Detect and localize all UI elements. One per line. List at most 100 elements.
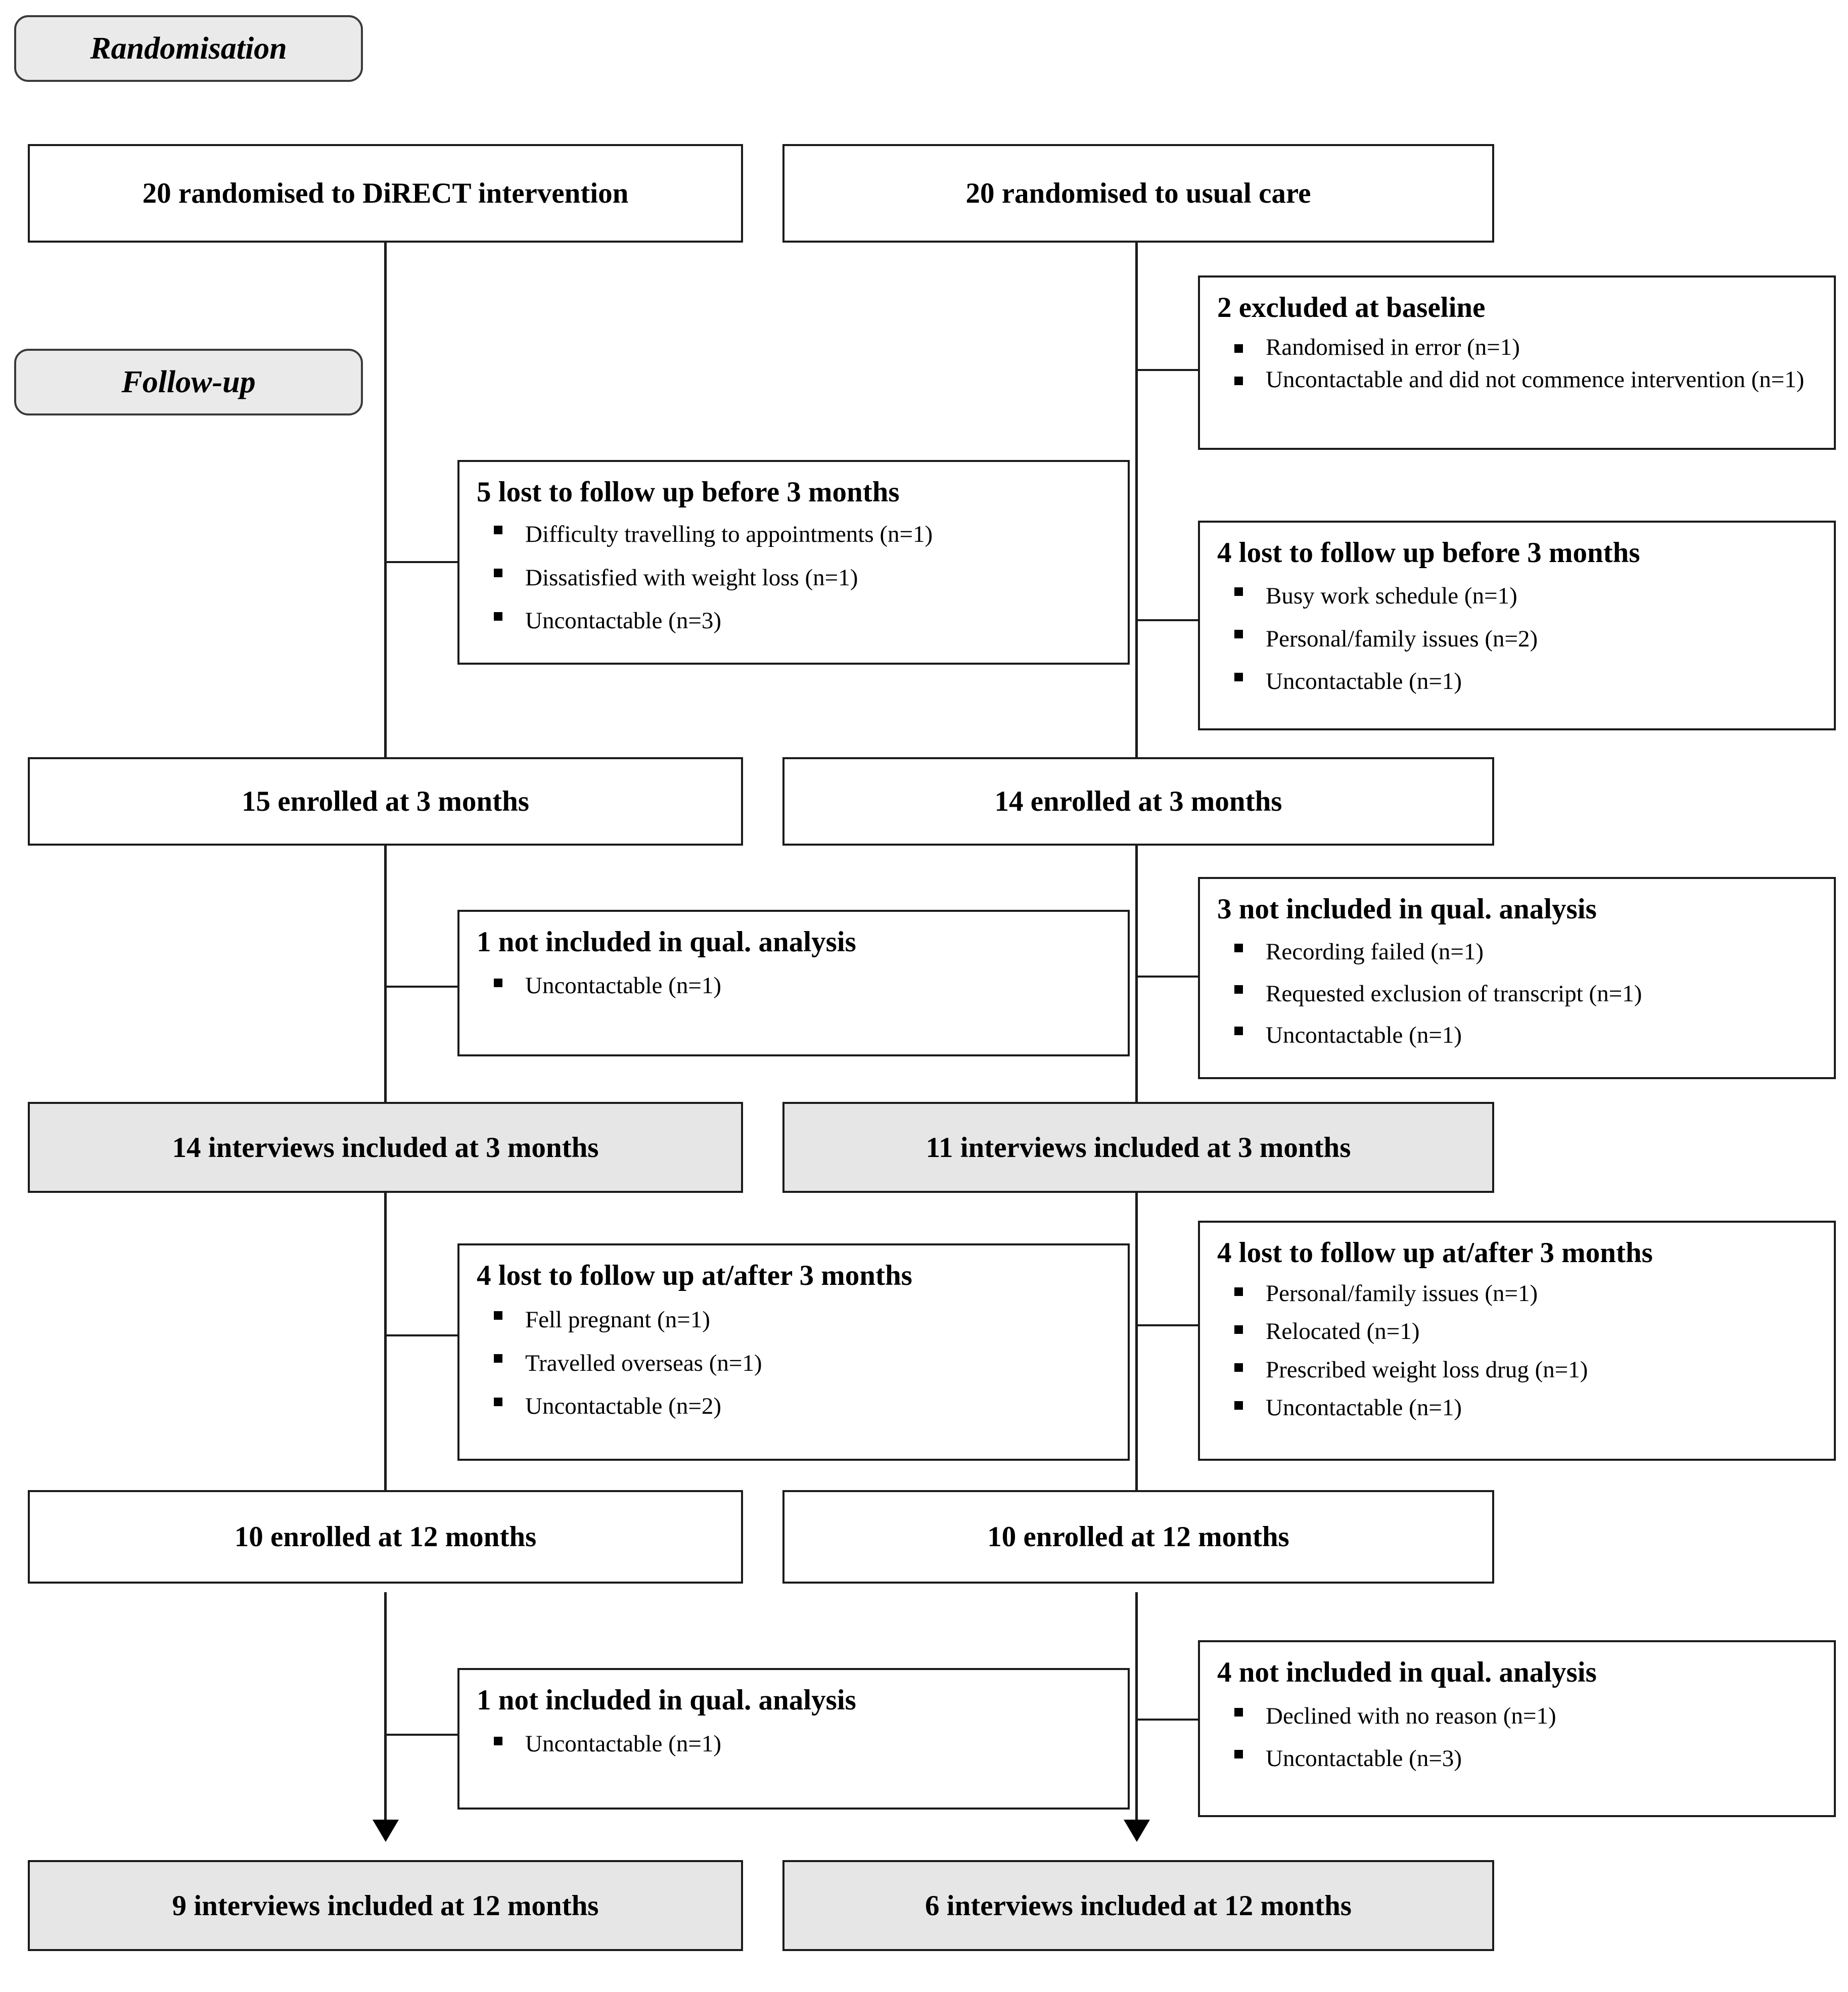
bullet-square-icon: [494, 612, 502, 621]
bullet-square-icon: [1234, 1401, 1243, 1410]
bullet-square-icon: [1234, 376, 1243, 385]
box-excluded-qual-3m-usual-care-reasons: Recording failed (n=1) Requested exclusi…: [1217, 931, 1823, 1056]
connector-right-trunk-2: [1135, 845, 1138, 1103]
connector-right-trunk-3: [1135, 1193, 1138, 1491]
box-excluded-qual-3m-intervention-headline: 1 not included in qual. analysis: [477, 926, 856, 958]
bullet-square-icon: [1234, 344, 1243, 353]
box-excluded-qual-3m-usual-care: 3 not included in qual. analysis Recordi…: [1198, 877, 1836, 1079]
box-excluded-qual-3m-usual-care-headline: 3 not included in qual. analysis: [1217, 893, 1597, 925]
list-item-text: Uncontactable (n=1): [525, 972, 721, 999]
bullet-square-icon: [1234, 672, 1243, 681]
box-enrolled-12m-usual-care: 10 enrolled at 12 months: [782, 1490, 1494, 1584]
list-item: Personal/family issues (n=1): [1217, 1275, 1823, 1313]
box-lost-after-3m-usual-care: 4 lost to follow up at/after 3 months Pe…: [1198, 1221, 1836, 1461]
arrowhead-right-final: [1124, 1820, 1150, 1842]
box-enrolled-12m-intervention-label: 10 enrolled at 12 months: [234, 1521, 537, 1553]
box-interviews-3m-usual-care-label: 11 interviews included at 3 months: [926, 1131, 1351, 1164]
box-enrolled-3m-intervention-label: 15 enrolled at 3 months: [242, 785, 529, 817]
bullet-square-icon: [494, 1736, 502, 1745]
list-item-text: Travelled overseas (n=1): [525, 1350, 762, 1376]
box-lost-before-3m-usual-care: 4 lost to follow up before 3 months Busy…: [1198, 521, 1836, 730]
bullet-square-icon: [1234, 1750, 1243, 1759]
box-excluded-qual-12m-intervention-reasons: Uncontactable (n=1): [477, 1724, 1117, 1765]
box-excluded-qual-12m-usual-care: 4 not included in qual. analysis Decline…: [1198, 1640, 1836, 1817]
list-item: Requested exclusion of transcript (n=1): [1217, 973, 1823, 1014]
connector-right-branch-1: [1136, 619, 1232, 621]
stage-label-randomisation-text: Randomisation: [90, 31, 287, 66]
list-item-text: Uncontactable (n=1): [1266, 1022, 1462, 1048]
list-item-text: Uncontactable (n=3): [1266, 1745, 1462, 1772]
box-interviews-3m-usual-care: 11 interviews included at 3 months: [782, 1102, 1494, 1193]
box-excluded-qual-3m-intervention-reasons: Uncontactable (n=1): [477, 966, 1117, 1006]
box-interviews-3m-intervention: 14 interviews included at 3 months: [28, 1102, 743, 1193]
list-item-text: Personal/family issues (n=1): [1266, 1280, 1538, 1307]
list-item-text: Dissatisfied with weight loss (n=1): [525, 564, 858, 591]
connector-right-branch-3: [1136, 1324, 1232, 1326]
bullet-square-icon: [1234, 587, 1243, 596]
list-item-text: Uncontactable (n=1): [525, 1731, 721, 1757]
connector-left-branch-3: [385, 1334, 476, 1336]
box-interviews-12m-usual-care: 6 interviews included at 12 months: [782, 1860, 1494, 1951]
list-item: Personal/family issues (n=2): [1217, 618, 1823, 661]
box-excluded-qual-12m-intervention-headline: 1 not included in qual. analysis: [477, 1684, 856, 1716]
list-item-text: Fell pregnant (n=1): [525, 1307, 710, 1333]
list-item: Relocated (n=1): [1217, 1313, 1823, 1351]
box-excluded-qual-3m-intervention: 1 not included in qual. analysis Unconta…: [457, 910, 1130, 1056]
list-item-text: Personal/family issues (n=2): [1266, 625, 1538, 652]
box-lost-after-3m-intervention-reasons: Fell pregnant (n=1) Travelled overseas (…: [477, 1299, 1117, 1428]
box-interviews-12m-intervention-label: 9 interviews included at 12 months: [172, 1889, 599, 1922]
box-lost-after-3m-intervention-headline: 4 lost to follow up at/after 3 months: [477, 1260, 912, 1291]
list-item: Uncontactable (n=1): [477, 966, 1117, 1006]
list-item-text: Uncontactable and did not commence inter…: [1266, 366, 1805, 393]
box-enrolled-3m-usual-care: 14 enrolled at 3 months: [782, 757, 1494, 846]
stage-label-follow-up-text: Follow-up: [121, 364, 256, 399]
bullet-square-icon: [494, 978, 502, 987]
bullet-square-icon: [494, 1354, 502, 1363]
list-item: Uncontactable (n=1): [1217, 1014, 1823, 1056]
bullet-square-icon: [1234, 630, 1243, 639]
box-interviews-12m-usual-care-label: 6 interviews included at 12 months: [925, 1889, 1352, 1922]
connector-left-trunk-4: [384, 1592, 387, 1840]
box-lost-after-3m-usual-care-reasons: Personal/family issues (n=1) Relocated (…: [1217, 1275, 1823, 1427]
box-enrolled-3m-intervention: 15 enrolled at 3 months: [28, 757, 743, 846]
box-excluded-at-baseline-reasons: Randomised in error (n=1) Uncontactable …: [1217, 332, 1823, 396]
list-item-text: Difficulty travelling to appointments (n…: [525, 521, 933, 548]
list-item-text: Recording failed (n=1): [1266, 939, 1484, 965]
connector-left-branch-2: [385, 986, 476, 988]
list-item-text: Requested exclusion of transcript (n=1): [1266, 980, 1642, 1007]
connector-right-branch-0: [1136, 369, 1232, 371]
list-item: Uncontactable (n=1): [477, 1724, 1117, 1765]
box-lost-before-3m-intervention-headline: 5 lost to follow up before 3 months: [477, 476, 900, 508]
box-randomised-intervention-label: 20 randomised to DiRECT intervention: [142, 177, 629, 209]
bullet-square-icon: [1234, 1027, 1243, 1036]
bullet-square-icon: [1234, 985, 1243, 994]
connector-left-trunk-3: [384, 1193, 387, 1491]
list-item-text: Uncontactable (n=1): [1266, 1394, 1462, 1421]
connector-left-trunk-1: [384, 243, 387, 758]
connector-right-branch-2: [1136, 976, 1232, 978]
stage-label-randomisation: Randomisation: [14, 15, 363, 82]
list-item: Busy work schedule (n=1): [1217, 575, 1823, 618]
bullet-square-icon: [1234, 1287, 1243, 1296]
stage-label-follow-up: Follow-up: [14, 349, 363, 415]
connector-left-trunk-2: [384, 845, 387, 1103]
box-lost-before-3m-intervention: 5 lost to follow up before 3 months Diff…: [457, 460, 1130, 665]
list-item: Uncontactable (n=3): [1217, 1738, 1823, 1780]
box-excluded-qual-12m-usual-care-headline: 4 not included in qual. analysis: [1217, 1656, 1597, 1688]
list-item: Recording failed (n=1): [1217, 931, 1823, 972]
box-randomised-usual-care: 20 randomised to usual care: [782, 144, 1494, 243]
connector-left-branch-1: [385, 561, 476, 563]
connector-right-trunk-1: [1135, 243, 1138, 758]
connector-left-branch-4: [385, 1734, 476, 1736]
bullet-square-icon: [494, 1397, 502, 1406]
box-interviews-12m-intervention: 9 interviews included at 12 months: [28, 1860, 743, 1951]
list-item-text: Relocated (n=1): [1266, 1318, 1420, 1345]
box-randomised-intervention: 20 randomised to DiRECT intervention: [28, 144, 743, 243]
list-item-text: Declined with no reason (n=1): [1266, 1703, 1556, 1730]
bullet-square-icon: [1234, 1707, 1243, 1717]
list-item: Uncontactable and did not commence inter…: [1217, 364, 1823, 396]
bullet-square-icon: [1234, 1325, 1243, 1334]
list-item-text: Uncontactable (n=1): [1266, 668, 1462, 695]
list-item: Dissatisfied with weight loss (n=1): [477, 557, 1117, 600]
